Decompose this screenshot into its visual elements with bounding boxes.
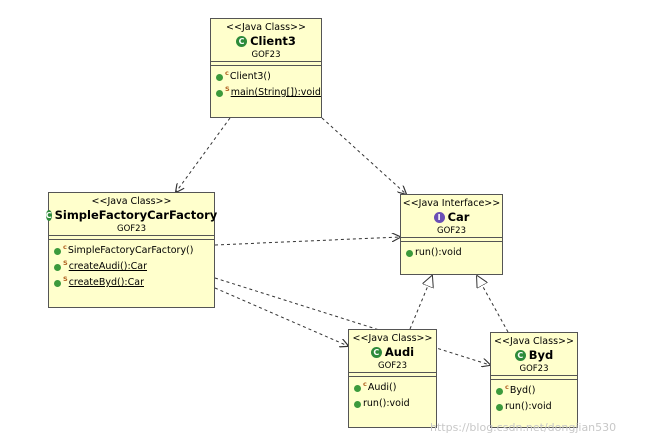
constructor-member[interactable]: c Client3()	[216, 69, 316, 85]
constructor-member[interactable]: c Audi()	[354, 380, 431, 396]
package-label: GOF23	[251, 50, 281, 60]
class-title: C Client3	[211, 34, 321, 49]
member-text: run():void	[415, 247, 462, 258]
static-method-member[interactable]: S createByd():Car	[54, 275, 209, 291]
member-text: Client3()	[229, 71, 271, 82]
constructor-marker: c	[505, 383, 509, 391]
constructor-member[interactable]: c Byd()	[496, 383, 572, 399]
member-text: run():void	[505, 401, 552, 412]
class-icon: C	[370, 347, 382, 358]
section-divider	[401, 241, 502, 242]
interface-icon: I	[433, 212, 445, 223]
static-method-member[interactable]: S createAudi():Car	[54, 259, 209, 275]
method-member[interactable]: run():void	[406, 245, 497, 261]
dep-factory-audi	[214, 287, 348, 346]
section-divider	[211, 61, 321, 65]
member-text: createByd():Car	[68, 277, 144, 288]
section-divider	[491, 375, 577, 379]
dep-factory-byd	[214, 277, 490, 365]
stereotype-label: <<Java Class>>	[352, 333, 433, 344]
class-name: Client3	[250, 34, 296, 48]
dep-client3-car	[321, 117, 406, 194]
package-label: GOF23	[117, 224, 146, 234]
public-method-icon	[406, 249, 413, 257]
class-name: Byd	[528, 348, 554, 362]
static-marker: S	[225, 85, 230, 93]
constructor-member[interactable]: c SimpleFactoryCarFactory()	[54, 243, 209, 259]
static-method-member[interactable]: S main(String[]):void	[216, 85, 321, 101]
constructor-marker: c	[363, 380, 367, 388]
realize-audi-car	[409, 276, 432, 330]
public-method-icon	[496, 403, 503, 411]
class-box-audi[interactable]: <<Java Class>> C Audi GOF23 c Audi() run…	[348, 329, 437, 428]
interface-box-car[interactable]: <<Java Interface>> I Car GOF23 run():voi…	[400, 194, 503, 275]
class-box-byd[interactable]: <<Java Class>> C Byd GOF23 c Byd() run()…	[490, 332, 578, 428]
package-label: GOF23	[437, 226, 466, 236]
class-title: C Audi	[349, 345, 436, 360]
public-method-icon	[54, 247, 61, 255]
public-method-icon	[216, 73, 223, 81]
class-title: C SimpleFactoryCarFactory	[45, 208, 217, 223]
package-label: GOF23	[378, 361, 407, 371]
dep-factory-car	[214, 237, 400, 246]
stereotype-label: <<Java Interface>>	[402, 198, 501, 209]
section-divider	[401, 237, 502, 241]
class-icon: C	[45, 210, 52, 221]
class-name: SimpleFactoryCarFactory	[54, 208, 218, 222]
class-icon: C	[236, 36, 248, 47]
method-member[interactable]: run():void	[354, 396, 431, 412]
dep-client3-factory	[176, 117, 231, 192]
class-icon: C	[514, 350, 526, 361]
section-divider	[211, 65, 321, 66]
class-box-simple-factory[interactable]: <<Java Class>> C SimpleFactoryCarFactory…	[45, 192, 217, 308]
public-method-icon	[54, 263, 61, 271]
package-label: GOF23	[519, 364, 549, 374]
member-text: run():void	[363, 398, 410, 409]
section-divider	[491, 379, 577, 380]
static-marker: S	[63, 259, 68, 267]
public-method-icon	[216, 89, 223, 97]
section-divider	[349, 372, 436, 376]
section-divider	[49, 235, 214, 239]
public-method-icon	[354, 384, 361, 392]
stereotype-label: <<Java Class>>	[494, 336, 574, 347]
section-divider	[349, 376, 436, 377]
class-box-client3[interactable]: <<Java Class>> C Client3 GOF23 c Client3…	[210, 18, 322, 118]
static-marker: S	[63, 275, 68, 283]
class-name: Audi	[384, 345, 415, 359]
public-method-icon	[54, 279, 61, 287]
member-text: main(String[]):void	[230, 87, 321, 98]
public-method-icon	[354, 400, 361, 408]
interface-name: Car	[447, 210, 470, 224]
member-text: Audi()	[367, 382, 397, 393]
section-divider	[49, 239, 214, 240]
realize-byd-car	[477, 276, 509, 333]
member-text: createAudi():Car	[68, 261, 148, 272]
member-text: Byd()	[509, 385, 536, 396]
stereotype-label: <<Java Class>>	[226, 22, 306, 33]
public-method-icon	[496, 387, 503, 395]
class-title: C Byd	[491, 348, 577, 363]
watermark-text: https://blog.csdn.net/dongjian530	[430, 421, 617, 434]
interface-title: I Car	[401, 210, 502, 225]
stereotype-label: <<Java Class>>	[91, 196, 172, 207]
member-text: SimpleFactoryCarFactory()	[67, 245, 194, 256]
method-member[interactable]: run():void	[496, 399, 572, 415]
constructor-marker: c	[225, 69, 229, 77]
constructor-marker: c	[63, 243, 67, 251]
